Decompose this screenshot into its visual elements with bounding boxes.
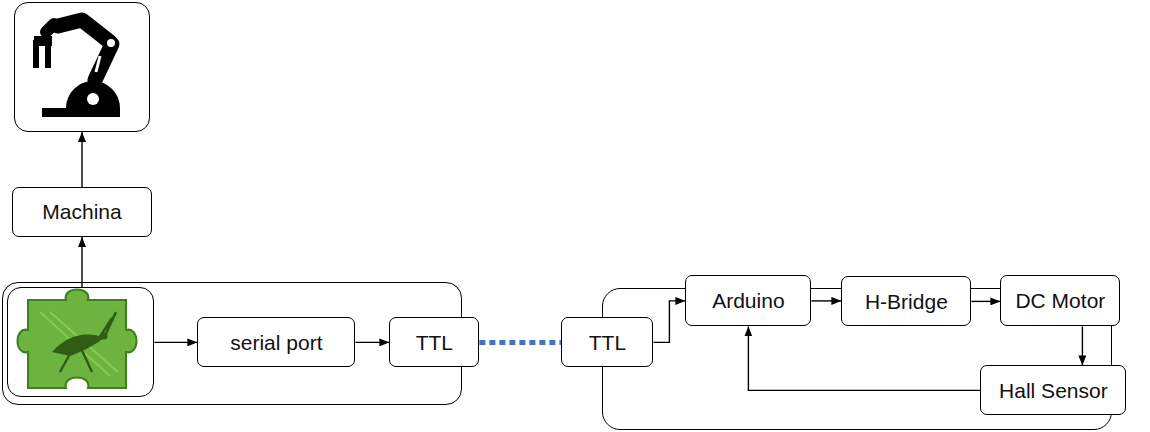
arrow-connector (154, 342, 197, 343)
process-box: H-Bridge (841, 276, 971, 326)
arrow-connector (81, 132, 82, 187)
box-label: serial port (230, 330, 322, 355)
plugin-box (7, 287, 154, 397)
arrow-connector (971, 301, 1000, 302)
box-label: TTL (416, 330, 453, 355)
box-label: Arduino (712, 288, 784, 313)
box-label: H-Bridge (865, 289, 948, 314)
process-box: Hall Sensor (980, 365, 1126, 415)
arrow-connector (81, 237, 82, 287)
process-box: Arduino (685, 275, 811, 326)
arrow-connector (355, 342, 389, 343)
arrow-connector (748, 326, 980, 390)
arrow-connector (1082, 326, 1083, 365)
process-box: DC Motor (1000, 275, 1120, 326)
box-label: TTL (589, 330, 626, 355)
group-frame: TTLArduinoH-BridgeDC MotorHall Sensor (602, 288, 1112, 430)
grasshopper-plugin-icon (18, 290, 137, 389)
box-label: Hall Sensor (999, 378, 1108, 403)
robot-box (14, 2, 150, 132)
robot-arm-icon (34, 20, 120, 117)
box-label: DC Motor (1015, 288, 1105, 313)
arrow-connector (811, 300, 841, 301)
process-box: TTL (389, 317, 479, 367)
group-frame: serial port TTL (2, 282, 462, 405)
box-label: Machina (42, 199, 121, 224)
process-box: serial port (197, 317, 355, 367)
arrow-connector (653, 301, 685, 342)
process-box: TTL (561, 317, 653, 367)
serial-link (479, 340, 561, 345)
process-box: Machina (12, 187, 152, 237)
